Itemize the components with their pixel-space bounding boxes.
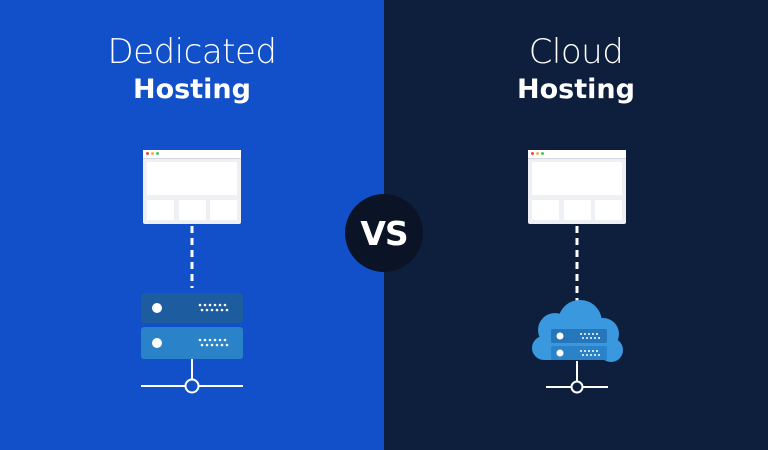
cloud-server-icon [532, 300, 623, 362]
network-node-icon [141, 359, 243, 394]
vs-badge: VS [345, 194, 423, 272]
dedicated-diagram [141, 226, 243, 394]
dedicated-title-line2: Hosting [133, 74, 251, 105]
cloud-title-line2: Hosting [517, 74, 635, 105]
cloud-hosting-panel: Cloud Hosting [384, 0, 768, 450]
server-rack-icon [141, 293, 243, 359]
browser-window-icon [143, 150, 241, 224]
cloud-diagram [532, 226, 623, 394]
browser-window-icon [528, 150, 626, 224]
network-node-icon [546, 361, 608, 394]
dedicated-title-line1: Dedicated [107, 32, 278, 72]
dedicated-hosting-panel: Dedicated Hosting [0, 0, 384, 450]
cloud-title-line1: Cloud [528, 32, 624, 72]
